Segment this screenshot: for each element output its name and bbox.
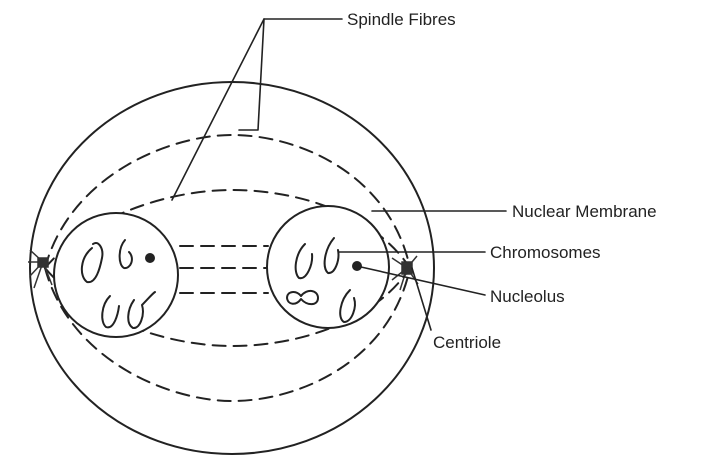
nucleolus-left (145, 253, 155, 263)
centriole-label: Centriole (433, 333, 501, 352)
centriole-leader (412, 268, 431, 330)
nucleolus-right (352, 261, 362, 271)
spindle-fibres-leader (239, 19, 342, 130)
spindle-fibres-leader-diagonal (172, 19, 264, 200)
chromosomes-label: Chromosomes (490, 243, 601, 262)
nuclear-membrane-label: Nuclear Membrane (512, 202, 657, 221)
nucleolus-label: Nucleolus (490, 287, 565, 306)
nuclear-membrane-right (267, 206, 389, 328)
spindle-fibres-label: Spindle Fibres (347, 10, 456, 29)
